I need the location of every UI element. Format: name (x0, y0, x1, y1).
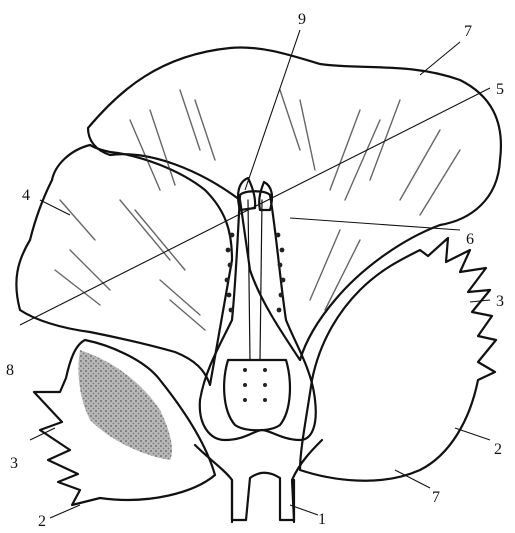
receptacle (195, 440, 322, 520)
label-2-right: 2 (494, 441, 502, 458)
petal-hatching (55, 90, 460, 330)
label-8: 8 (6, 362, 14, 379)
left-petal (16, 145, 232, 385)
anthers (225, 233, 286, 402)
ovary (224, 360, 290, 430)
label-3-right: 3 (496, 293, 504, 310)
label-6: 6 (466, 231, 474, 248)
leader-lines (20, 30, 490, 518)
right-bract (300, 238, 496, 481)
label-4: 4 (22, 187, 30, 204)
pedicel (232, 480, 294, 522)
label-7-top: 7 (464, 23, 472, 40)
left-bract-shade (78, 350, 171, 460)
label-2-left: 2 (38, 513, 46, 528)
upper-petal (88, 47, 501, 360)
label-7-bottom: 7 (432, 489, 440, 506)
label-5: 5 (496, 81, 504, 98)
style (248, 200, 262, 360)
staminal-column (200, 191, 316, 440)
label-9: 9 (298, 11, 306, 28)
label-3-left: 3 (10, 455, 18, 472)
label-1: 1 (318, 511, 326, 528)
